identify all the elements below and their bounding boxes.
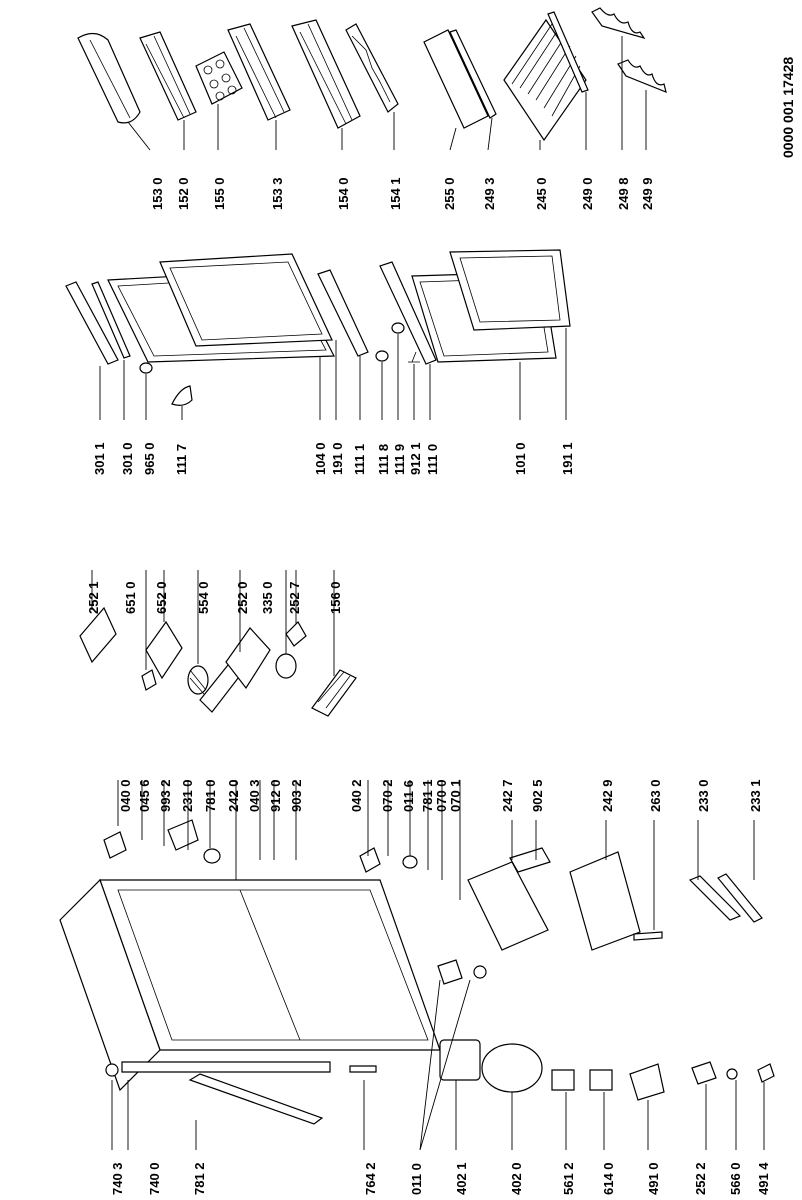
label-781-2: 781 2 (192, 1162, 207, 1195)
label-045-6: 045 6 (137, 779, 152, 812)
label-233-0: 233 0 (696, 779, 711, 812)
label-011-6: 011 6 (401, 780, 416, 812)
label-781-0: 781 0 (203, 779, 218, 812)
label-152-0: 152 0 (176, 177, 191, 210)
label-070-1: 070 1 (448, 779, 463, 812)
label-912-0: 912 0 (268, 779, 283, 812)
cabinet-drawings (59, 819, 775, 1125)
label-252-0: 252 0 (235, 581, 250, 614)
document-code: 0000 001 17428 (780, 57, 796, 158)
label-965-0: 965 0 (142, 442, 157, 475)
label-249-3: 249 3 (482, 177, 497, 210)
label-245-0: 245 0 (534, 177, 549, 210)
label-233-1: 233 1 (748, 779, 763, 812)
label-191-1: 191 1 (560, 442, 575, 475)
label-153-3: 153 3 (270, 177, 285, 210)
label-242-9: 242 9 (600, 779, 615, 812)
door-accessories-drawings (77, 7, 667, 142)
label-111-0: 111 0 (425, 444, 440, 475)
label-191-0: 191 0 (330, 442, 345, 475)
label-566-0: 566 0 (728, 1162, 743, 1195)
label-153-0: 153 0 (150, 177, 165, 210)
label-249-8: 249 8 (616, 177, 631, 210)
label-104-0: 104 0 (313, 442, 328, 475)
label-252-2: 252 2 (693, 1162, 708, 1195)
label-070-2: 070 2 (380, 779, 395, 812)
label-252-1: 252 1 (86, 581, 101, 614)
leader-lines (91, 36, 765, 1151)
label-764-2: 764 2 (363, 1162, 378, 1195)
label-040-3: 040 3 (247, 779, 262, 812)
label-491-0: 491 0 (646, 1162, 661, 1195)
label-070-0: 070 0 (434, 779, 449, 812)
label-335-0: 335 0 (260, 581, 275, 614)
label-111-8: 111 8 (376, 444, 391, 475)
label-155-0: 155 0 (212, 177, 227, 210)
label-242-0: 242 0 (226, 779, 241, 812)
label-040-0: 040 0 (118, 779, 133, 812)
label-111-7: 111 7 (174, 444, 189, 475)
label-740-0: 740 0 (147, 1162, 162, 1195)
label-301-0: 301 0 (120, 442, 135, 475)
label-156-0: 156 0 (328, 581, 343, 614)
part-labels: 740 3 740 0 781 2 764 2 011 0 402 1 402 … (86, 177, 771, 1195)
label-249-0: 249 0 (580, 177, 595, 210)
label-154-0: 154 0 (336, 177, 351, 210)
label-111-9: 111 9 (392, 444, 407, 475)
label-614-0: 614 0 (601, 1162, 616, 1195)
label-651-0: 651 0 (123, 581, 138, 614)
door-assembly-drawings (65, 249, 571, 406)
label-249-9: 249 9 (640, 177, 655, 210)
label-242-7: 242 7 (500, 779, 515, 812)
control-parts-drawings (79, 606, 357, 717)
label-912-1: 912 1 (408, 442, 423, 475)
label-231-0: 231 0 (180, 779, 195, 812)
label-011-0: 011 0 (409, 1163, 424, 1195)
label-491-4: 491 4 (756, 1162, 771, 1195)
label-902-5: 902 5 (530, 779, 545, 812)
label-652-0: 652 0 (154, 581, 169, 614)
label-781-1: 781 1 (420, 779, 435, 812)
label-040-2: 040 2 (349, 779, 364, 812)
label-402-0: 402 0 (509, 1162, 524, 1195)
label-111-1: 111 1 (352, 444, 367, 475)
label-263-0: 263 0 (648, 779, 663, 812)
label-101-0: 101 0 (513, 442, 528, 475)
label-993-2: 993 2 (158, 779, 173, 812)
label-903-2: 903 2 (289, 779, 304, 812)
label-255-0: 255 0 (442, 177, 457, 210)
label-301-1: 301 1 (92, 442, 107, 475)
label-554-0: 554 0 (196, 581, 211, 614)
label-740-3: 740 3 (110, 1162, 125, 1195)
label-402-1: 402 1 (454, 1162, 469, 1195)
label-561-2: 561 2 (561, 1162, 576, 1195)
label-154-1: 154 1 (388, 177, 403, 210)
label-252-7: 252 7 (287, 581, 302, 614)
